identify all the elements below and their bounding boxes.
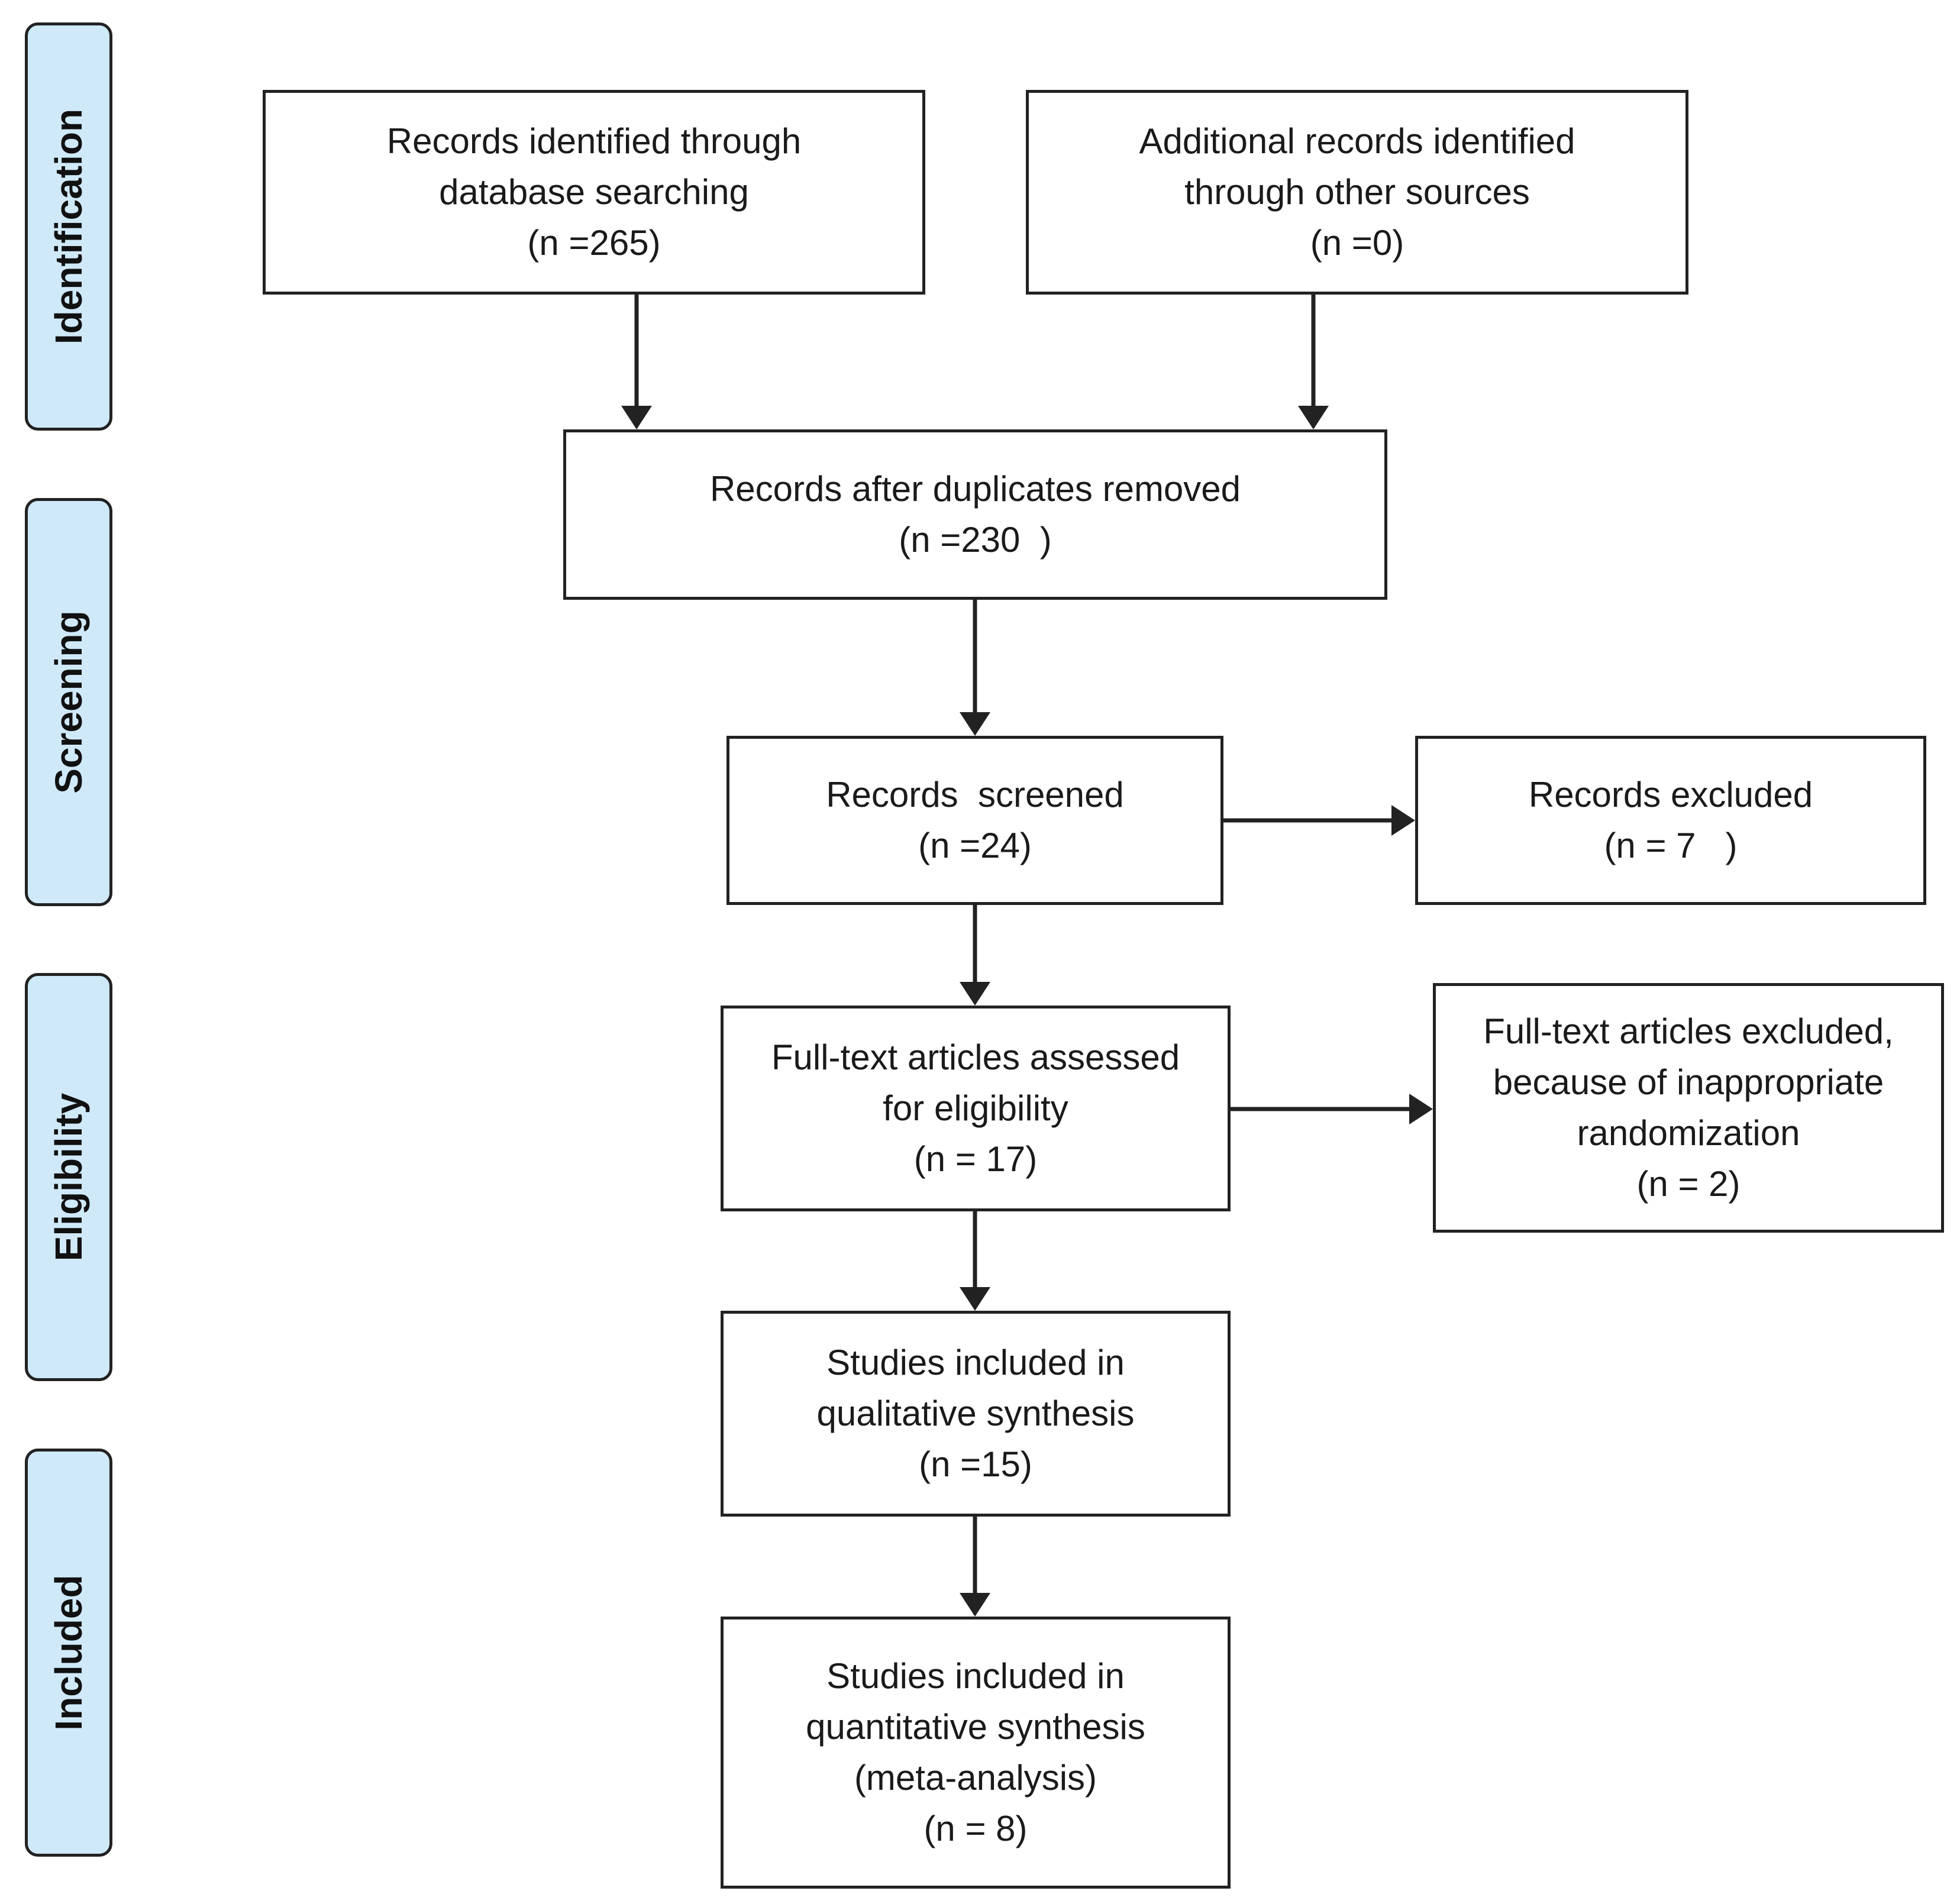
arrowhead [960, 1287, 990, 1311]
box-qualitative-synthesis: Studies included in qualitative synthesi… [721, 1311, 1231, 1517]
stage-eligibility: Eligibility [25, 973, 112, 1381]
box-fulltext-assessed: Full-text articles assessed for eligibil… [721, 1006, 1231, 1211]
box-other-sources: Additional records identified through ot… [1026, 90, 1688, 295]
box-line: for eligibility [883, 1088, 1068, 1128]
arrowhead [621, 406, 652, 429]
box-line: through other sources [1184, 172, 1530, 212]
box-database-records: Records identified through database sear… [263, 90, 925, 295]
box-line: (meta-analysis) [854, 1758, 1097, 1798]
stage-identification: Identification [25, 22, 112, 431]
box-line: Full-text articles excluded, [1483, 1011, 1894, 1051]
box-line: (n = 2) [1636, 1164, 1741, 1204]
arrowhead [960, 1593, 990, 1617]
box-line: Studies included in [826, 1656, 1125, 1696]
arrowhead [960, 982, 990, 1006]
box-line: Records screened [826, 775, 1124, 814]
box-quantitative-synthesis: Studies included in quantitative synthes… [721, 1617, 1231, 1889]
box-line: Additional records identified [1139, 121, 1575, 161]
box-line: Full-text articles assessed [771, 1037, 1180, 1077]
arrowhead [960, 712, 990, 736]
box-line: database searching [439, 172, 749, 212]
arrowhead [1298, 406, 1329, 429]
box-line: (n = 7 ) [1604, 826, 1738, 865]
box-line: Records excluded [1528, 775, 1813, 814]
box-line: (n = 17) [913, 1139, 1038, 1179]
box-line: qualitative synthesis [816, 1394, 1135, 1433]
box-records-excluded: Records excluded (n = 7 ) [1415, 736, 1926, 905]
box-line: Studies included in [826, 1343, 1125, 1382]
box-line: (n =15) [919, 1444, 1032, 1484]
box-records-screened: Records screened (n =24) [726, 736, 1223, 905]
box-fulltext-excluded: Full-text articles excluded, because of … [1433, 983, 1944, 1233]
arrowhead [1391, 805, 1415, 836]
box-line: Records identified through [386, 121, 802, 161]
box-line: (n =0) [1310, 223, 1404, 263]
box-line: randomization [1577, 1113, 1800, 1153]
box-duplicates-removed: Records after duplicates removed (n =230… [563, 429, 1387, 600]
stage-included: Included [25, 1449, 112, 1857]
box-line: (n =265) [527, 223, 661, 263]
box-line: (n =24) [918, 826, 1032, 865]
box-line: (n = 8) [924, 1809, 1028, 1848]
box-line: quantitative synthesis [806, 1707, 1145, 1747]
stage-screening: Screening [25, 498, 112, 906]
box-line: because of inappropriate [1493, 1062, 1884, 1102]
box-line: (n =230 ) [899, 520, 1052, 560]
box-line: Records after duplicates removed [709, 469, 1241, 509]
arrowhead [1409, 1094, 1433, 1124]
